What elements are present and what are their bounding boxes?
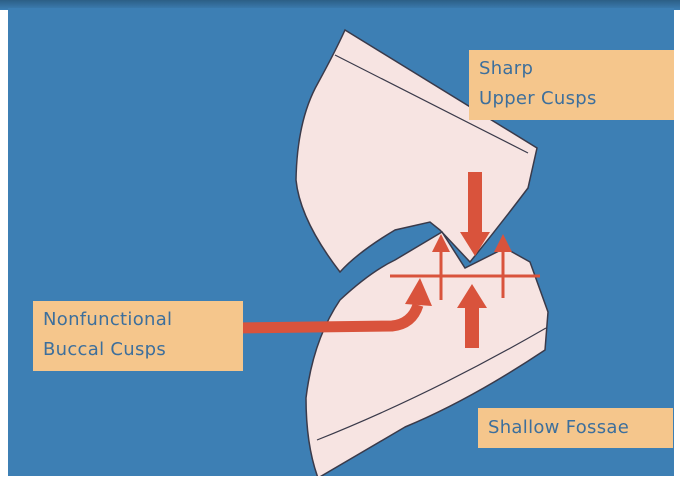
label-nonfunc-line-1: Nonfunctional	[43, 305, 233, 335]
label-sharp-line-2: Upper Cusps	[479, 84, 664, 114]
label-nonfunc-line-2: Buccal Cusps	[43, 335, 233, 365]
label-nonfunctional-buccal-cusps: Nonfunctional Buccal Cusps	[33, 301, 243, 371]
label-shallow-fossae: Shallow Fossae	[478, 408, 673, 448]
label-sharp-line-1: Sharp	[479, 54, 664, 84]
label-shallow-text: Shallow Fossae	[488, 412, 663, 444]
label-sharp-upper-cusps: Sharp Upper Cusps	[469, 50, 674, 120]
diagram-board: Sharp Upper Cusps Nonfunctional Buccal C…	[8, 8, 674, 476]
